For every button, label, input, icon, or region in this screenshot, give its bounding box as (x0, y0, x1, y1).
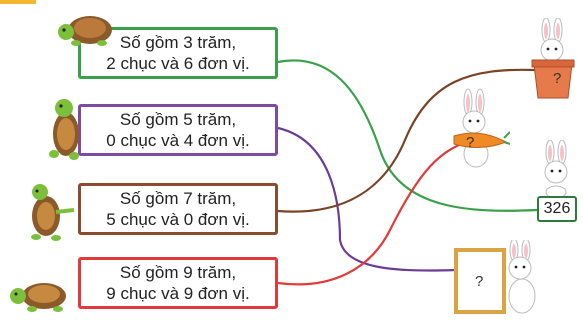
card-4-line-1: Số gồm 9 trăm, (119, 263, 237, 282)
rabbit-with-pot-icon (531, 18, 575, 99)
turtle-icon (49, 99, 79, 160)
card-2-line-1: Số gồm 5 trăm, (119, 110, 237, 129)
card-2-line-2: 0 chục và 4 đơn vị. (106, 131, 250, 150)
card-3-line-2: 5 chục và 0 đơn vị. (106, 210, 250, 229)
card-3[interactable]: Số gồm 7 trăm, 5 chục và 0 đơn vị. (78, 183, 278, 235)
rabbit-with-sign-icon (544, 140, 568, 198)
card-3-line-1: Số gồm 7 trăm, (119, 189, 237, 208)
card-1[interactable]: Số gồm 3 trăm, 2 chục và 6 đơn vị. (78, 27, 278, 79)
card-1-line-1: Số gồm 3 trăm, (119, 33, 237, 52)
corner-accent (0, 0, 36, 4)
card-1-line-2: 2 chục và 6 đơn vị. (106, 54, 250, 73)
line-purple (277, 126, 457, 272)
card-2[interactable]: Số gồm 5 trăm, 0 chục và 4 đơn vị. (78, 104, 278, 156)
carrot-question-mark: ? (466, 134, 475, 151)
frame-question-mark: ? (475, 273, 484, 290)
line-green (277, 59, 538, 212)
turtle-icon (58, 16, 112, 46)
line-red (277, 138, 473, 286)
turtle-icon (31, 184, 75, 241)
turtle-icon (10, 283, 66, 312)
number-badge: 326 (537, 196, 577, 222)
card-4-line-2: 9 chục và 9 đơn vị. (106, 284, 250, 303)
line-brown (277, 68, 536, 213)
card-4[interactable]: Số gồm 9 trăm, 9 chục và 9 đơn vị. (78, 257, 278, 309)
rabbit-with-frame-icon (454, 240, 536, 314)
rabbit-with-carrot-icon (453, 88, 510, 168)
pot-question-mark: ? (553, 70, 562, 87)
